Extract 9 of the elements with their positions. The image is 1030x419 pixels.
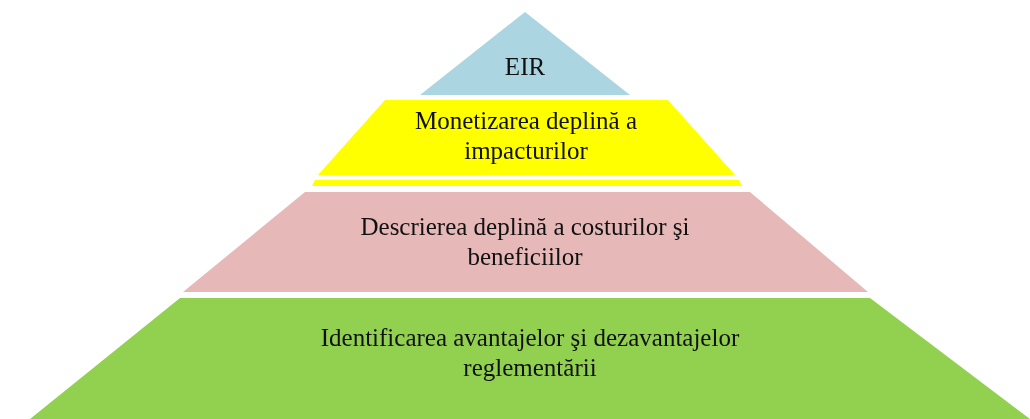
pyramid-tier (318, 100, 735, 175)
pyramid-band (312, 180, 742, 186)
pyramid-tier (183, 192, 868, 292)
pyramid-tier (30, 298, 1030, 419)
tier-label: Descrierea deplină a costurilor şi beneficiilor (359, 212, 691, 272)
tier-label: Monetizarea deplină a impacturilor (413, 106, 639, 166)
pyramid-tier (420, 12, 630, 95)
tier-label: Identificarea avantajelor şi dezavantajelor reglementării (319, 323, 741, 383)
tier-label: EIR (503, 52, 547, 82)
